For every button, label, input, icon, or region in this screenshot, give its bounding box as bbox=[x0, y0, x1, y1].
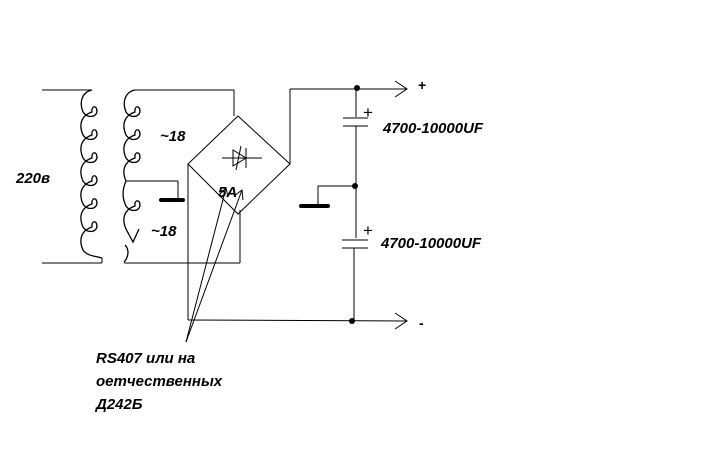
capacitor-stack bbox=[342, 89, 368, 324]
diode-symbol-icon bbox=[222, 145, 262, 171]
output-plus-label: + bbox=[418, 77, 426, 93]
output-minus-label: - bbox=[419, 315, 424, 331]
transformer-secondary-winding bbox=[122, 89, 241, 264]
annotation-arrows bbox=[185, 187, 244, 343]
negative-rail bbox=[187, 312, 408, 330]
cap-lower-label: 4700-10000UF bbox=[380, 235, 482, 252]
cap-upper-label: 4700-10000UF bbox=[382, 120, 484, 137]
capacitor-lower bbox=[342, 239, 368, 249]
cap-upper-plus-sign: + bbox=[363, 103, 373, 122]
cap-lower-plus-sign: + bbox=[363, 221, 373, 240]
diode-bridge bbox=[187, 115, 291, 215]
note-line-2: оетчественных bbox=[96, 373, 223, 390]
bridge-current-label: 5A bbox=[218, 184, 237, 201]
midpoint-tap bbox=[299, 185, 355, 208]
secondary-lower-label: ~18 bbox=[151, 223, 177, 240]
note-line-3: Д242Б bbox=[94, 396, 143, 413]
primary-voltage-label: 220в bbox=[15, 170, 50, 187]
secondary-upper-label: ~18 bbox=[160, 128, 186, 145]
transformer-primary-winding bbox=[42, 89, 103, 264]
note-line-1: RS407 или на bbox=[96, 350, 195, 367]
